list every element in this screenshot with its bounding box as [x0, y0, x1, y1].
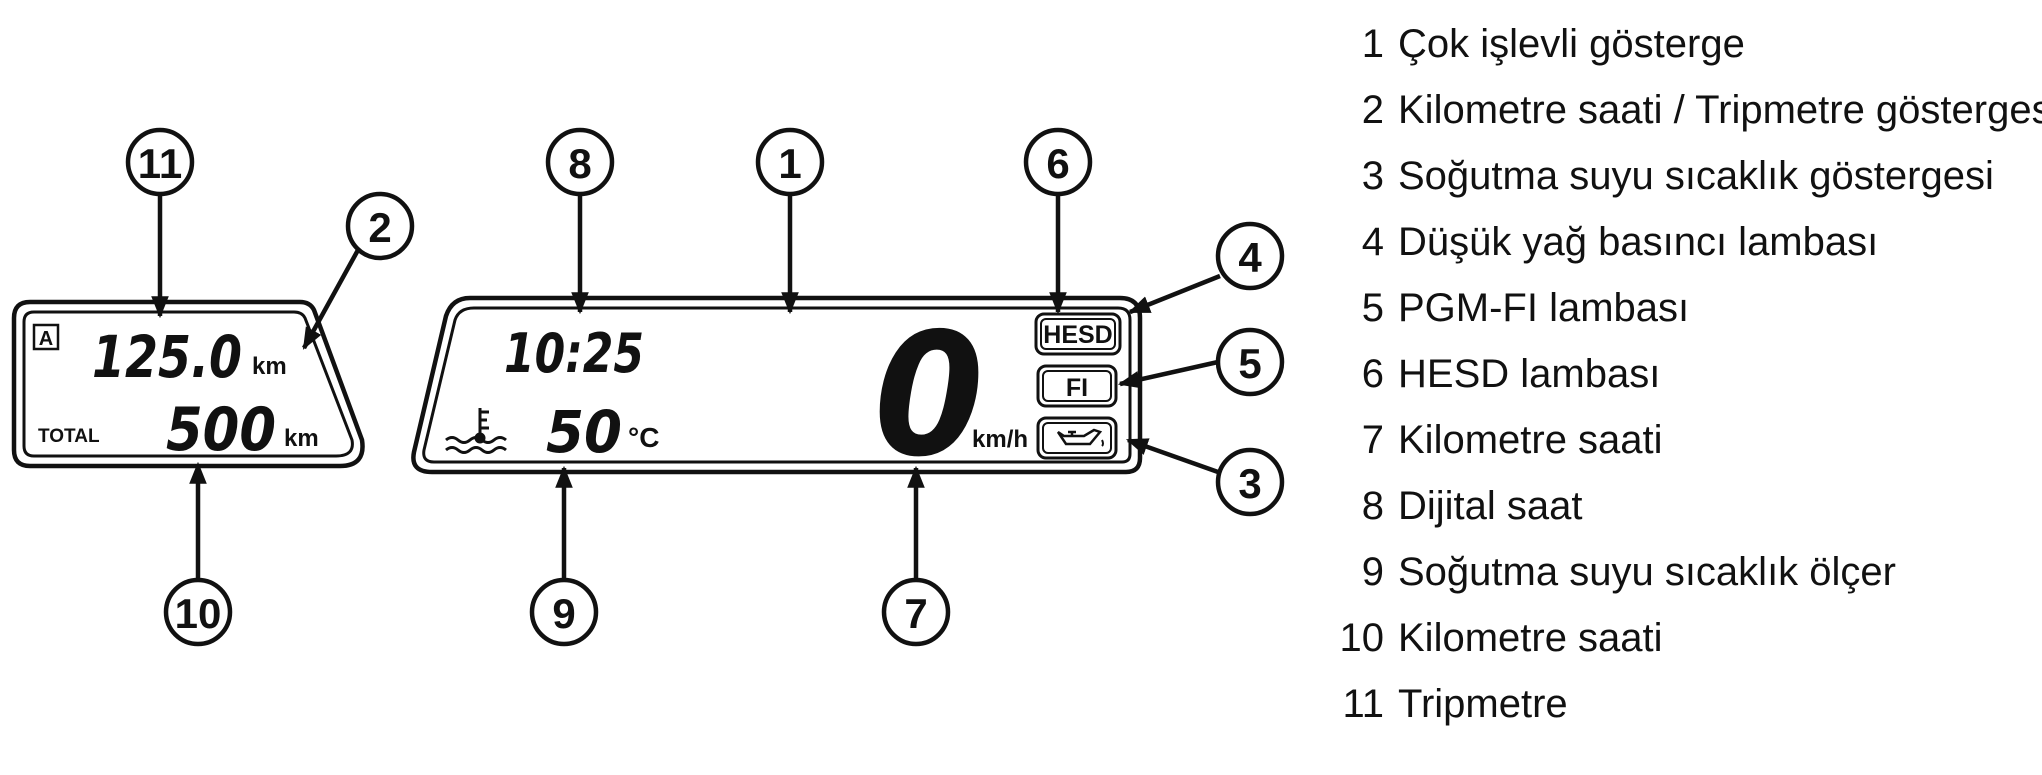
callout-circles: 11 2 10 8 1 6 4 5	[125, 127, 1285, 647]
legend-item: 10 Kilometre saati	[1328, 616, 1663, 661]
legend-number: 7	[1361, 418, 1384, 462]
trip-a-indicator-box	[32, 323, 60, 351]
callout-4: 4	[1215, 221, 1285, 291]
fi-lamp-inner-frame	[1042, 370, 1112, 402]
legend-text: Dijital saat	[1398, 484, 1583, 528]
legend-item: 7 Kilometre saati	[1328, 418, 1663, 463]
callout-5: 5	[1215, 327, 1285, 397]
callout-3-label: 3	[1238, 460, 1261, 507]
callout-1-label: 1	[778, 140, 801, 187]
total-label: TOTAL	[38, 426, 100, 447]
legend-item: 9 Soğutma suyu sıcaklık ölçer	[1328, 550, 1896, 595]
legend-text: Soğutma suyu sıcaklık göstergesi	[1398, 154, 1994, 198]
arrow-3	[1125, 437, 1219, 475]
legend-text: Kilometre saati	[1398, 616, 1663, 660]
legend-item: 11 Tripmetre	[1328, 682, 1568, 727]
trip-unit: km	[252, 353, 287, 380]
callout-10-label: 10	[175, 590, 222, 637]
callout-11: 11	[125, 127, 195, 197]
fi-lamp-label: FI	[1066, 374, 1088, 402]
callout-2: 2	[345, 191, 415, 261]
legend-item: 6 HESD lambası	[1328, 352, 1661, 397]
callout-5-label: 5	[1238, 340, 1261, 387]
callout-8-label: 8	[568, 140, 591, 187]
legend-number: 3	[1361, 154, 1384, 198]
legend-item: 2 Kilometre saati / Tripmetre göstergesi	[1328, 88, 2042, 133]
callout-2-label: 2	[368, 204, 391, 251]
hesd-lamp-inner-frame	[1040, 318, 1116, 350]
legend-item: 4 Düşük yağ basıncı lambası	[1328, 220, 1878, 265]
callout-6-label: 6	[1046, 140, 1069, 187]
legend-text: Kilometre saati	[1398, 418, 1663, 462]
callout-7: 7	[881, 577, 951, 647]
callout-10: 10	[163, 577, 233, 647]
legend-number: 1	[1361, 22, 1384, 66]
legend-item: 3 Soğutma suyu sıcaklık göstergesi	[1328, 154, 1994, 199]
arrow-5	[1117, 359, 1219, 389]
legend-text: Çok işlevli gösterge	[1398, 22, 1745, 66]
legend-number: 9	[1361, 550, 1384, 594]
legend-number: 6	[1361, 352, 1384, 396]
legend-number: 10	[1339, 616, 1385, 660]
speed-value: 0	[874, 297, 984, 495]
legend-text: Düşük yağ basıncı lambası	[1398, 220, 1879, 264]
temperature-unit: °C	[628, 422, 659, 453]
callout-4-label: 4	[1238, 234, 1262, 281]
legend-number: 4	[1361, 220, 1384, 264]
oil-lamp-inner-frame	[1042, 422, 1112, 454]
callout-1: 1	[755, 127, 825, 197]
callout-8: 8	[545, 127, 615, 197]
total-value: 500	[166, 395, 276, 465]
callout-9-label: 9	[552, 590, 575, 637]
callout-3: 3	[1215, 447, 1285, 517]
hesd-lamp-frame	[1034, 312, 1122, 356]
legend-text: Tripmetre	[1398, 682, 1568, 726]
temperature-value: 50	[546, 398, 622, 466]
digital-clock-value: 10:25	[504, 322, 644, 385]
legend-text: Soğutma suyu sıcaklık ölçer	[1398, 550, 1896, 594]
odometer-tripmeter-display: A 125.0 km TOTAL 500 km	[11, 299, 365, 469]
legend-item: 8 Dijital saat	[1328, 484, 1583, 529]
legend-text: HESD lambası	[1398, 352, 1661, 396]
trip-a-indicator: A	[39, 328, 53, 350]
legend-text: Kilometre saati / Tripmetre göstergesi	[1398, 88, 2042, 132]
hesd-lamp-label: HESD	[1043, 321, 1112, 349]
legend-number: 2	[1361, 88, 1384, 132]
speed-unit: km/h	[972, 426, 1028, 453]
callout-6: 6	[1023, 127, 1093, 197]
legend-number: 8	[1361, 484, 1384, 528]
arrow-2	[302, 248, 360, 350]
coolant-temperature-icon	[445, 408, 507, 454]
callout-9: 9	[529, 577, 599, 647]
arrow-4	[1127, 273, 1221, 315]
trip-value: 125.0	[92, 323, 242, 391]
callout-7-label: 7	[904, 590, 927, 637]
legend-text: PGM-FI lambası	[1398, 286, 1690, 330]
legend-item: 5 PGM-FI lambası	[1328, 286, 1689, 331]
legend-number: 5	[1361, 286, 1384, 330]
multi-function-display: 10:25 50 °C 0 km/h HESD FI	[411, 295, 1143, 495]
oil-lamp-frame	[1036, 416, 1118, 460]
callout-11-label: 11	[138, 140, 182, 187]
callout-arrows	[151, 196, 1221, 578]
legend-number: 11	[1342, 682, 1384, 726]
fi-lamp-frame	[1036, 364, 1118, 408]
oil-can-icon	[1056, 428, 1104, 447]
total-unit: km	[284, 425, 319, 452]
legend-item: 1 Çok işlevli gösterge	[1328, 22, 1745, 67]
